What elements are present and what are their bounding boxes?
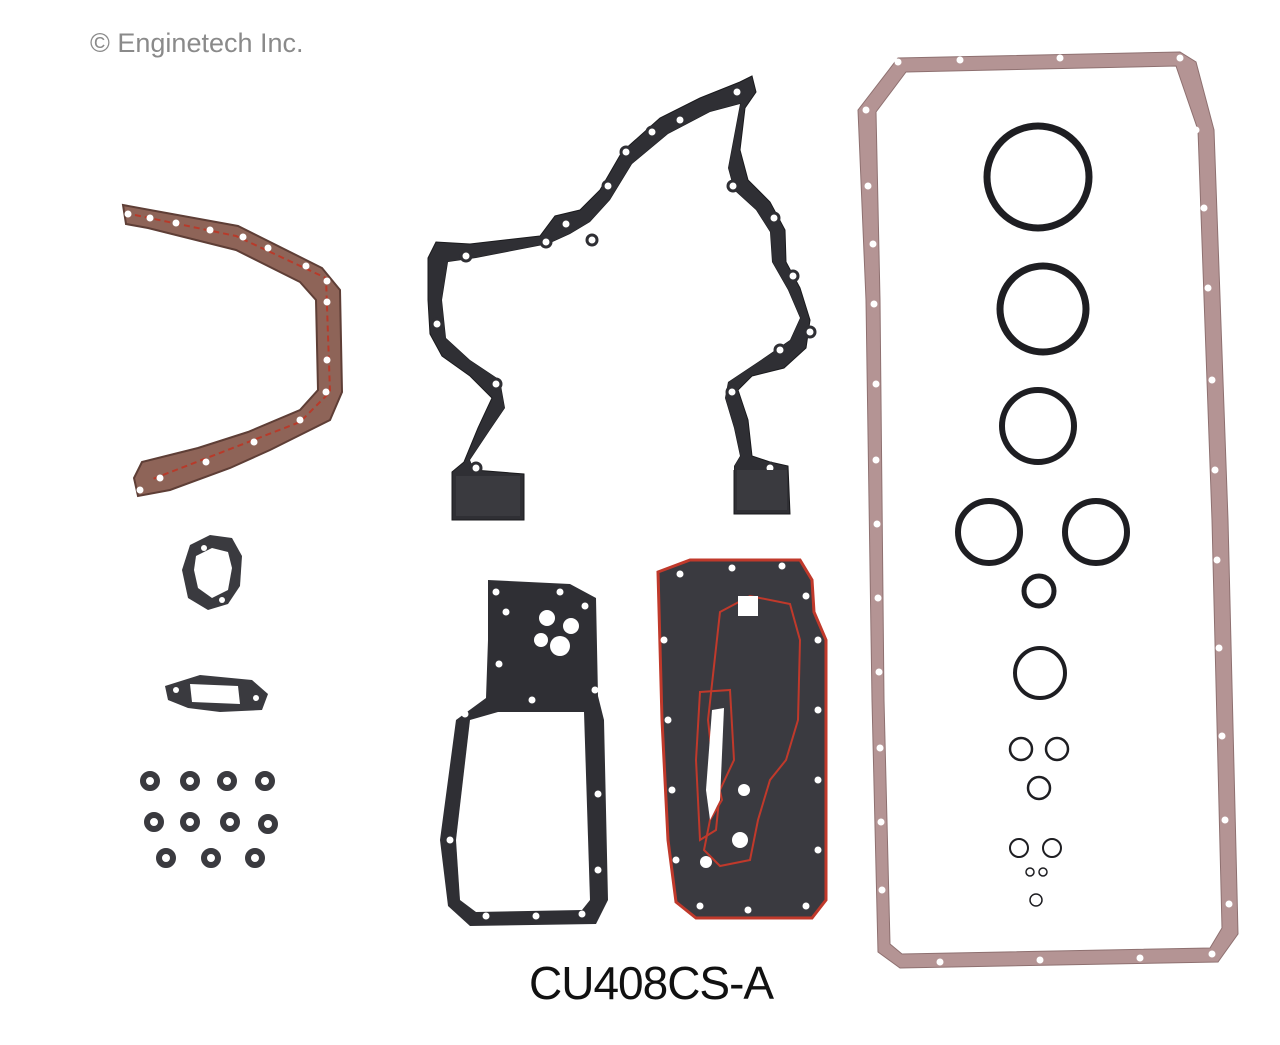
oil-cooler-core-gasket xyxy=(656,558,828,920)
rear-seal-housing-gasket xyxy=(121,203,344,498)
copyright-text: © Enginetech Inc. xyxy=(90,28,304,58)
front-cover-gasket xyxy=(427,75,817,521)
oil-pan-gasket xyxy=(857,51,1239,969)
part-number-label: CU408CS-A xyxy=(529,957,774,1009)
small-flange-gasket xyxy=(165,675,268,712)
fuel-pump-gasket xyxy=(182,535,242,610)
o-rings xyxy=(955,122,1130,907)
small-seal-rings xyxy=(140,771,278,868)
oil-cooler-gasket xyxy=(440,580,608,926)
